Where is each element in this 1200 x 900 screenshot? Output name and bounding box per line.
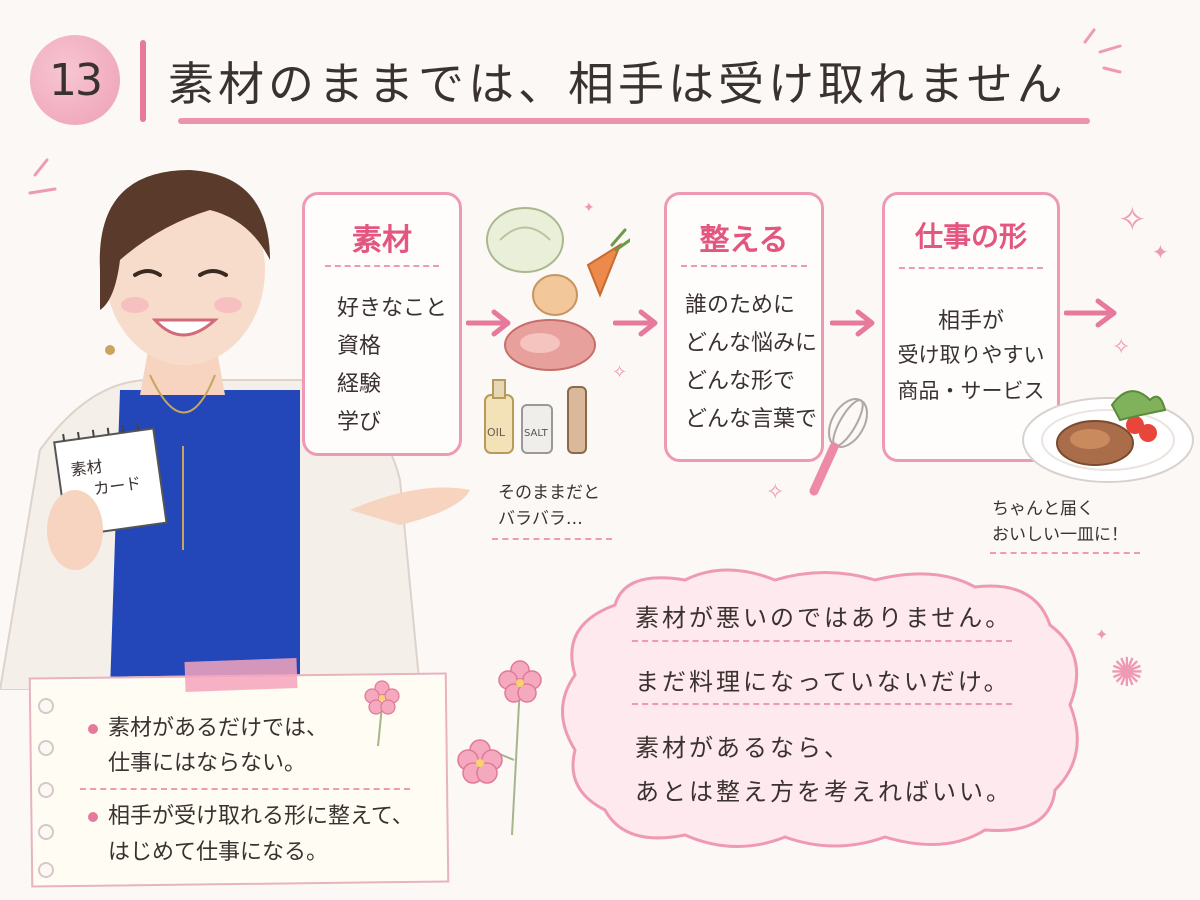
note-line: 相手が受け取れる形に整えて、 bbox=[108, 804, 414, 829]
note-hole bbox=[38, 824, 54, 840]
flower-icon bbox=[364, 680, 400, 747]
note-hole bbox=[38, 782, 54, 798]
material-box-divider bbox=[325, 265, 439, 267]
note-divider bbox=[80, 788, 410, 790]
sparkle-icon: ✧ bbox=[612, 362, 628, 383]
arrow-right-icon bbox=[830, 309, 875, 337]
material-item: 学び bbox=[337, 410, 382, 435]
arrange-item: どんな悩みに bbox=[685, 331, 818, 356]
scattered-caption-line: バラバラ… bbox=[498, 509, 583, 529]
cloud-line: 素材が悪いのではありません。 bbox=[635, 604, 1013, 632]
work-form-item: 相手が bbox=[937, 309, 1004, 334]
sparkle-icon: ✧ bbox=[766, 480, 785, 505]
arrange-box-divider bbox=[681, 265, 807, 267]
dish-illustration bbox=[1022, 390, 1194, 483]
arrow-right-icon bbox=[466, 309, 511, 337]
header-spark-lines bbox=[1083, 28, 1122, 74]
dish-caption: ちゃんと届く おいしい一皿に！ bbox=[992, 496, 1128, 548]
arrow-right-icon bbox=[613, 309, 658, 337]
note-hole bbox=[38, 698, 54, 714]
oil-label: OIL bbox=[487, 426, 506, 439]
note-hole bbox=[38, 862, 54, 878]
woman-illustration bbox=[0, 170, 470, 690]
scattered-caption-line: そのままだと bbox=[498, 483, 600, 503]
material-item: 資格 bbox=[337, 334, 382, 359]
material-box: 素材 好きなこと 資格 経験 学び bbox=[302, 192, 462, 456]
dish-caption-rule bbox=[990, 552, 1140, 554]
sparkle-icon: ✧ bbox=[1112, 335, 1131, 360]
note-hole bbox=[38, 740, 54, 756]
woman-spark-lines bbox=[28, 158, 57, 195]
note-line: 素材があるだけでは、 bbox=[108, 716, 329, 741]
number-text: 13 bbox=[49, 54, 103, 106]
arrange-box-title: 整える bbox=[699, 223, 789, 258]
flower-illustration bbox=[457, 660, 542, 836]
work-form-box-divider bbox=[899, 267, 1043, 269]
work-form-item: 商品・サービス bbox=[897, 379, 1045, 403]
bullet-dot bbox=[88, 812, 98, 822]
bullet-dot bbox=[88, 724, 98, 734]
title-accent-bar bbox=[140, 40, 146, 122]
sparkle-icon: ✧ bbox=[1118, 200, 1147, 240]
material-box-title: 素材 bbox=[352, 223, 412, 258]
cloud-divider bbox=[632, 703, 1012, 705]
cloud-line: まだ料理になっていないだけ。 bbox=[635, 668, 1011, 696]
cloud-line: あとは整え方を考えればいい。 bbox=[635, 778, 1013, 806]
title-underline bbox=[178, 118, 1090, 124]
scattered-caption-rule bbox=[492, 538, 612, 540]
arrow-right-icon bbox=[1064, 298, 1117, 328]
masking-tape bbox=[184, 658, 298, 692]
salt-label: SALT bbox=[524, 428, 548, 439]
sparkle-icon: ✦ bbox=[1095, 625, 1109, 644]
ingredients-illustration bbox=[484, 207, 630, 454]
note-line: はじめて仕事になる。 bbox=[108, 840, 329, 865]
arrange-box: 整える 誰のために どんな悩みに どんな形で どんな言葉で bbox=[664, 192, 824, 462]
sparkle-icon: ✺ bbox=[1110, 650, 1144, 696]
arrange-item: 誰のために bbox=[685, 293, 796, 318]
whisk-illustration bbox=[809, 398, 868, 496]
dish-caption-line: おいしい一皿に！ bbox=[992, 525, 1128, 545]
material-item: 経験 bbox=[337, 372, 382, 397]
arrange-item: どんな言葉で bbox=[685, 407, 818, 432]
arrange-item: どんな形で bbox=[685, 369, 796, 394]
work-form-item: 受け取りやすい bbox=[897, 343, 1045, 367]
work-form-box-title: 仕事の形 bbox=[914, 220, 1027, 253]
cloud-bubble bbox=[561, 568, 1079, 849]
material-card-label: 素材 カード bbox=[69, 450, 142, 503]
cloud-line: 素材があるなら、 bbox=[635, 734, 851, 762]
note-line: 仕事にはならない。 bbox=[108, 751, 307, 776]
material-item: 好きなこと bbox=[337, 296, 448, 321]
sparkle-icon: ✦ bbox=[1152, 240, 1169, 264]
scattered-caption: そのままだと バラバラ… bbox=[498, 480, 600, 532]
sparkle-icon: ✦ bbox=[583, 200, 595, 216]
page-title: 素材のままでは、相手は受け取れません bbox=[168, 57, 1067, 111]
dish-caption-line: ちゃんと届く bbox=[992, 499, 1094, 519]
cloud-divider bbox=[632, 640, 1012, 642]
number-badge: 13 bbox=[30, 35, 120, 125]
work-form-box: 仕事の形 相手が 受け取りやすい 商品・サービス bbox=[882, 192, 1060, 462]
